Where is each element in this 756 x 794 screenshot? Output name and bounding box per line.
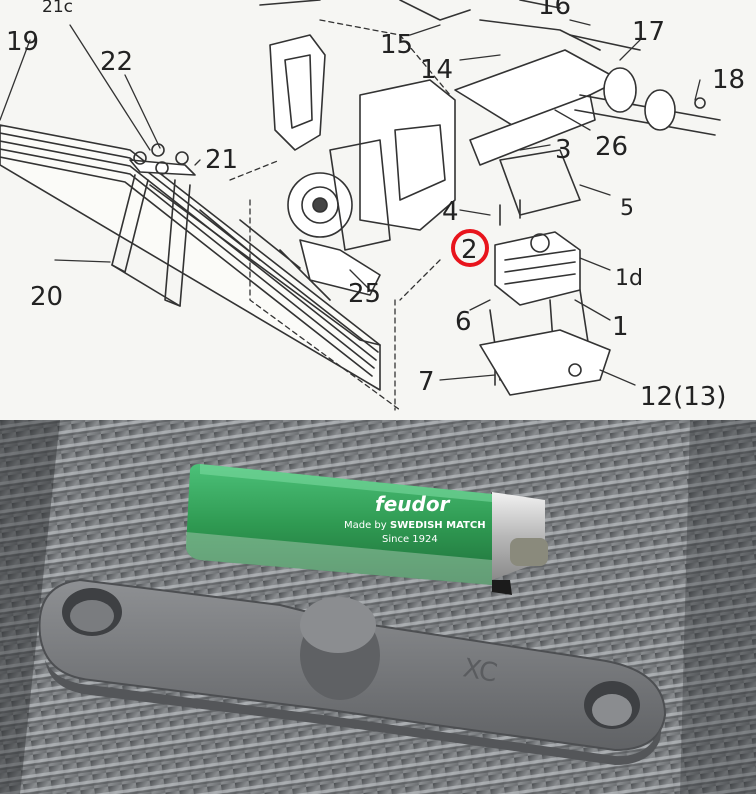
part-label-3: 3: [555, 135, 572, 165]
part-label-22: 22: [100, 47, 133, 77]
leader-lines: [0, 19, 701, 411]
part-label-19: 19: [6, 27, 39, 57]
u-bolt-clamp: [111, 143, 196, 307]
part-label-16: 16: [538, 0, 571, 21]
part-label-5: 5: [620, 196, 634, 221]
top-plate: [259, 0, 621, 166]
part-label-12-13: 12(13): [640, 382, 726, 412]
lighter-since: Since 1924: [382, 534, 438, 545]
lighter-made-by: Made by: [344, 520, 387, 531]
lighter-brand: feudor: [375, 492, 451, 516]
diagram-drawing: 21c 19 22 21 20 15 14 16 17 18 3 26 5 4 …: [0, 0, 745, 412]
photo-drawing: feudor Made by SWEDISH MATCH Since 1924 …: [0, 420, 756, 794]
highlight-circle: [451, 229, 489, 267]
part-label-17: 17: [632, 17, 665, 47]
parts-diagram: 21c 19 22 21 20 15 14 16 17 18 3 26 5 4 …: [0, 0, 756, 420]
part-label-18: 18: [712, 65, 745, 95]
shaft-bearing: [569, 34, 721, 136]
printed-part: XC: [38, 578, 667, 765]
part-engraving: XC: [461, 653, 500, 688]
part-label-7: 7: [418, 367, 435, 397]
part-label-26: 26: [595, 132, 628, 162]
lighter-wheel: [510, 538, 548, 566]
part-label-25: 25: [348, 279, 381, 309]
part-label-20: 20: [30, 282, 63, 312]
part-label-21: 21: [205, 145, 238, 175]
bracket-assembly: [269, 34, 456, 296]
lighter-maker: SWEDISH MATCH: [390, 520, 486, 531]
lighter: feudor Made by SWEDISH MATCH Since 1924: [186, 464, 548, 595]
part-label-14: 14: [420, 55, 453, 85]
part-label-15: 15: [380, 30, 413, 60]
part-label-2: 2: [461, 235, 478, 265]
lower-block: [479, 149, 611, 396]
part-label-21c: 21c: [42, 0, 73, 17]
part-photo: feudor Made by SWEDISH MATCH Since 1924 …: [0, 420, 756, 794]
part-label-4: 4: [442, 197, 459, 227]
part-label-1d: 1d: [615, 266, 643, 291]
part-label-6: 6: [455, 307, 472, 337]
leaf-spring: [0, 124, 381, 391]
part-label-1: 1: [612, 312, 629, 342]
